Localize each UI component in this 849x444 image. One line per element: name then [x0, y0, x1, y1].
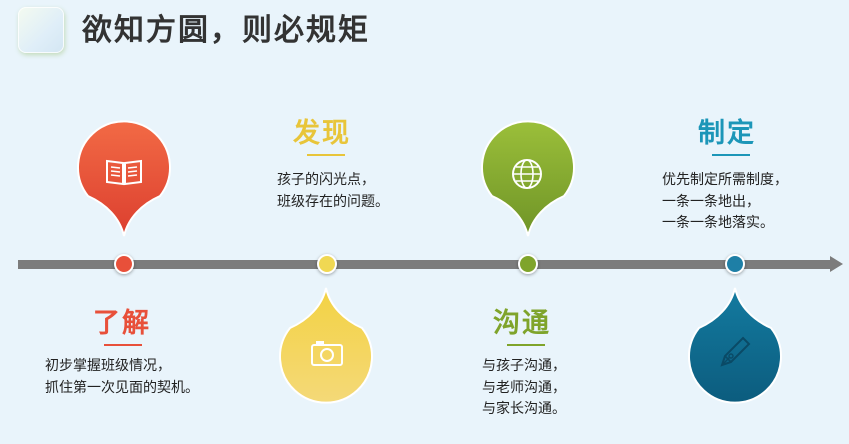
stage-1-drop [70, 120, 178, 237]
stage-2-line-1: 孩子的闪光点， [277, 172, 375, 188]
timeline-dot-3 [518, 254, 538, 274]
stage-3-underline [507, 344, 545, 346]
stage-3-line-3: 与家长沟通。 [482, 401, 566, 417]
stage-3-title: 沟通 [493, 308, 551, 339]
timeline-bar [18, 260, 832, 269]
camera-icon [311, 341, 343, 366]
stage-4-title: 制定 [698, 118, 756, 149]
stage-2-underline [307, 154, 345, 156]
stage-1-title: 了解 [93, 308, 151, 339]
stage-3-text: 与孩子沟通， 与老师沟通， 与家长沟通。 [482, 356, 566, 421]
stage-4-line-2: 一条一条地出， [662, 193, 760, 210]
timeline-dot-1 [114, 254, 134, 274]
logo-box [18, 7, 64, 53]
page-title: 欲知方圆，则必规矩 [82, 13, 370, 48]
stage-2-text: 孩子的闪光点， 班级存在的问题。 [277, 170, 389, 213]
book-icon [106, 159, 142, 186]
stage-3-line-2: 与老师沟通， [482, 379, 566, 396]
stage-1-underline [104, 344, 142, 346]
stage-4-underline [712, 154, 750, 156]
timeline-arrow-icon [830, 256, 843, 272]
stage-3-line-1: 与孩子沟通， [482, 358, 566, 374]
stage-3-drop [474, 120, 582, 237]
stage-4-line-1: 优先制定所需制度， [662, 172, 788, 188]
stage-4-text: 优先制定所需制度， 一条一条地出， 一条一条地落实。 [662, 170, 788, 235]
stage-1-line-2: 抓住第一次见面的契机。 [45, 379, 199, 396]
stage-1-line-1: 初步掌握班级情况， [45, 358, 171, 374]
stage-2-drop [272, 287, 380, 404]
globe-icon [512, 159, 542, 189]
timeline-dot-2 [317, 254, 337, 274]
stage-1-text: 初步掌握班级情况， 抓住第一次见面的契机。 [45, 356, 199, 399]
pen-nib-icon [720, 336, 751, 367]
stage-2-title: 发现 [293, 118, 351, 149]
stage-4-line-3: 一条一条地落实。 [662, 215, 774, 231]
stage-2-line-2: 班级存在的问题。 [277, 193, 389, 210]
timeline-dot-4 [725, 254, 745, 274]
